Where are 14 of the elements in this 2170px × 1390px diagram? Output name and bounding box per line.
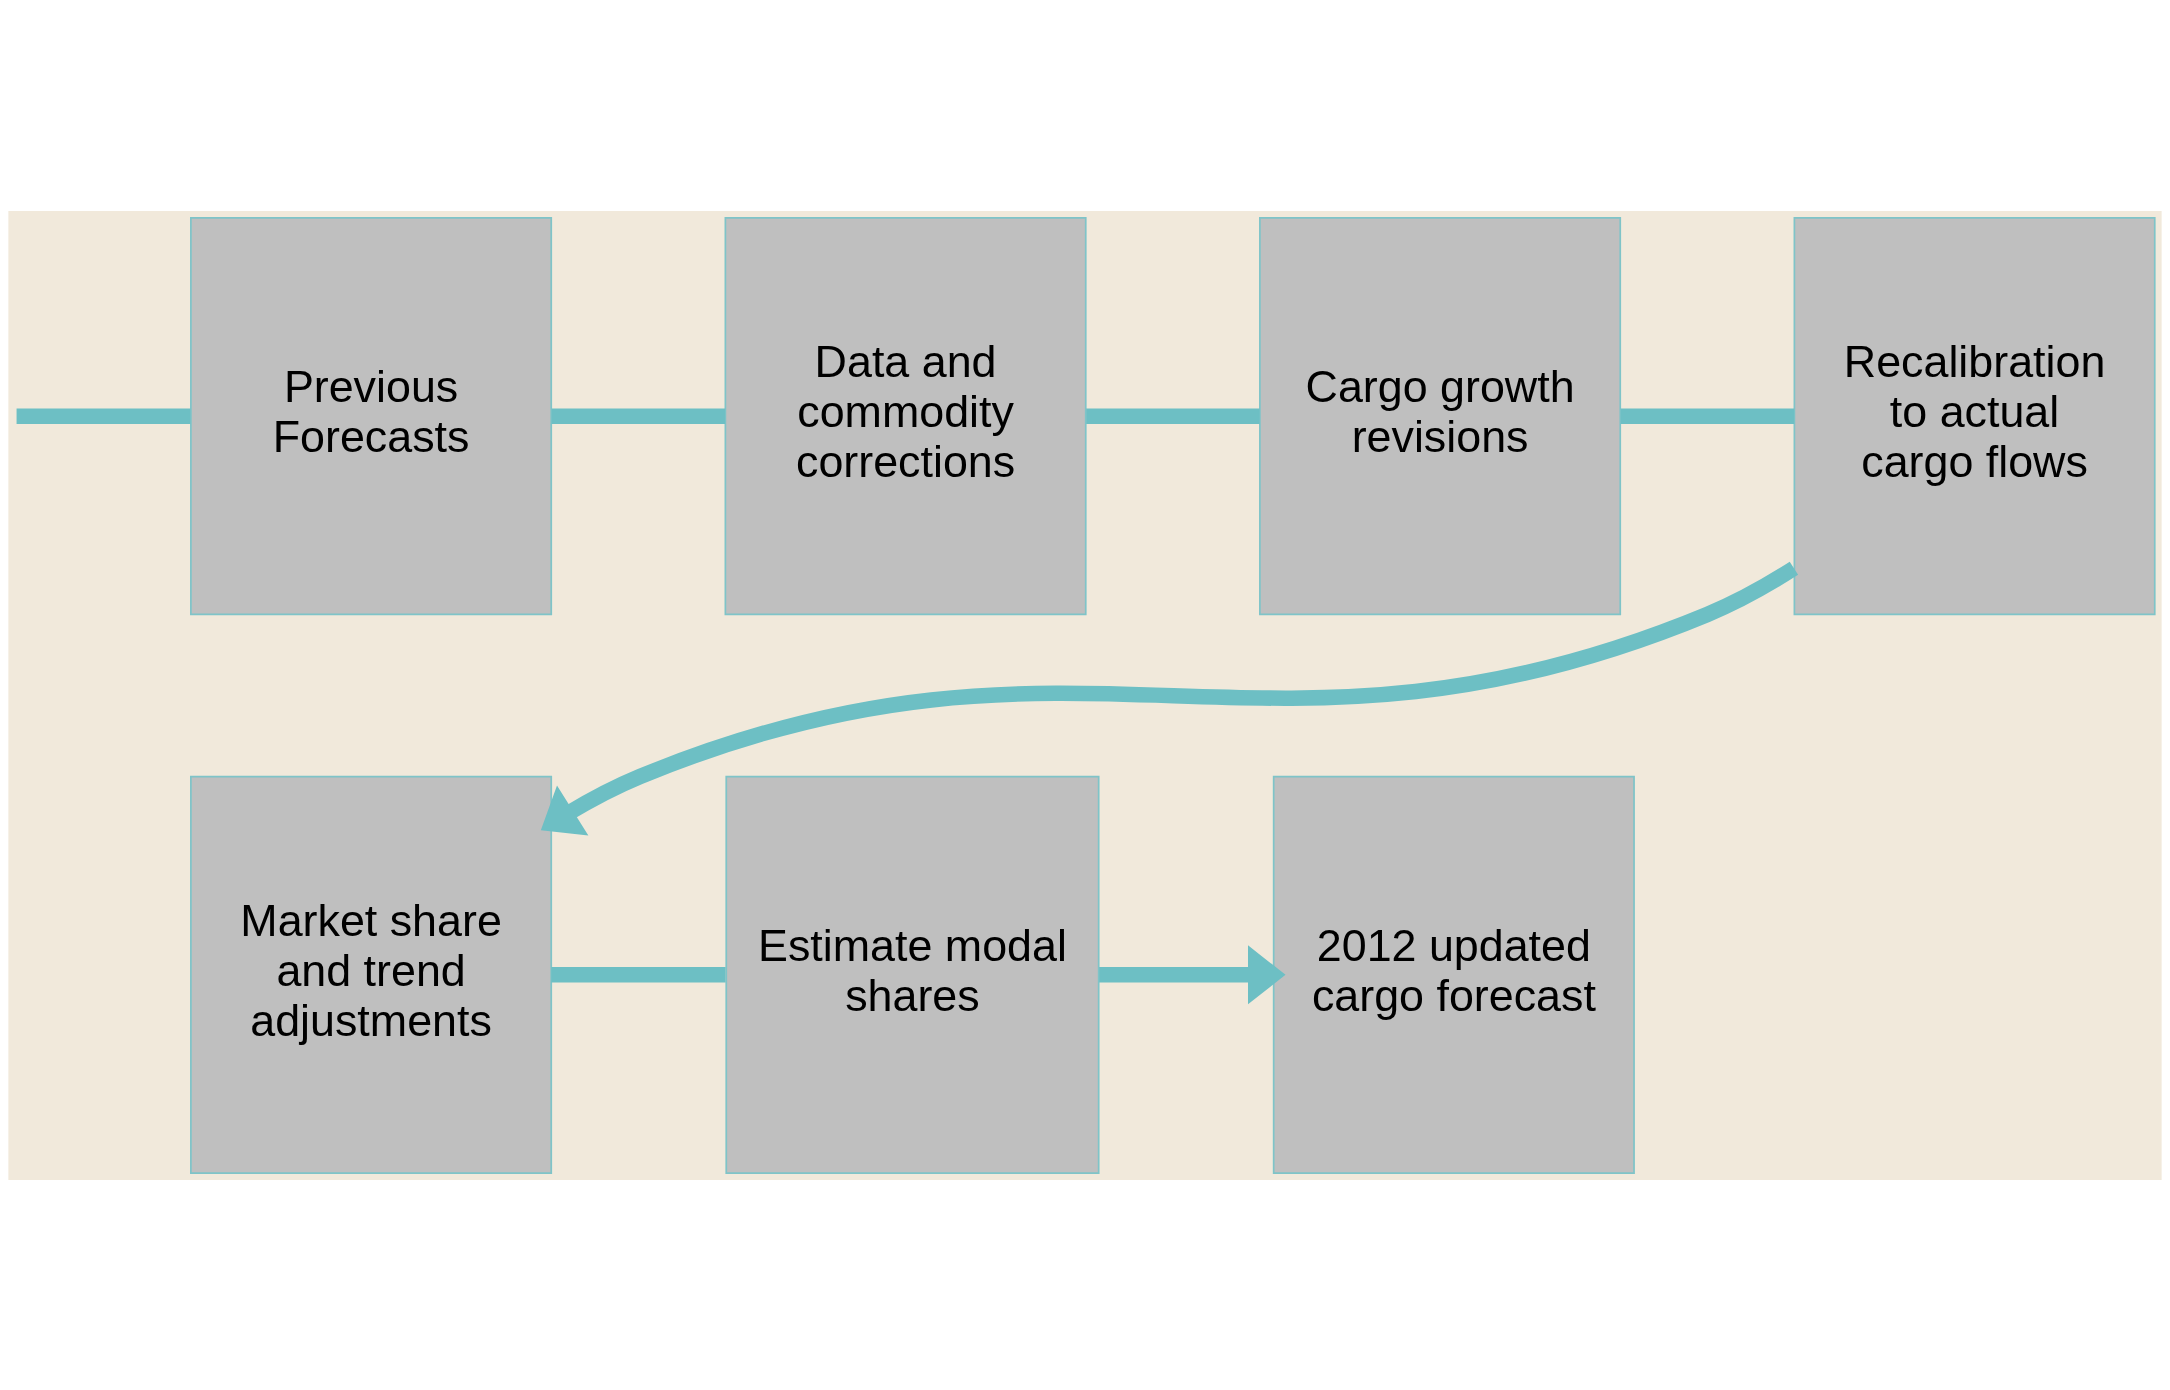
node-box: Data and commodity corrections	[724, 216, 1087, 615]
arrow	[540, 561, 1799, 836]
node-box: Recalibration to actual cargo flows	[1793, 216, 2156, 615]
node-box: Cargo growth revisions	[1259, 216, 1622, 615]
connector	[1086, 407, 1260, 424]
connector	[551, 407, 726, 424]
node-box: Market share and trend adjustments	[190, 775, 553, 1174]
node-box: Estimate modal shares	[725, 775, 1100, 1174]
connector	[16, 407, 191, 424]
connector	[1620, 407, 1795, 424]
arrow	[1099, 944, 1286, 1004]
connector	[551, 966, 726, 983]
node-box: Previous Forecasts	[190, 216, 553, 615]
node-box: 2012 updated cargo forecast	[1272, 775, 1635, 1174]
